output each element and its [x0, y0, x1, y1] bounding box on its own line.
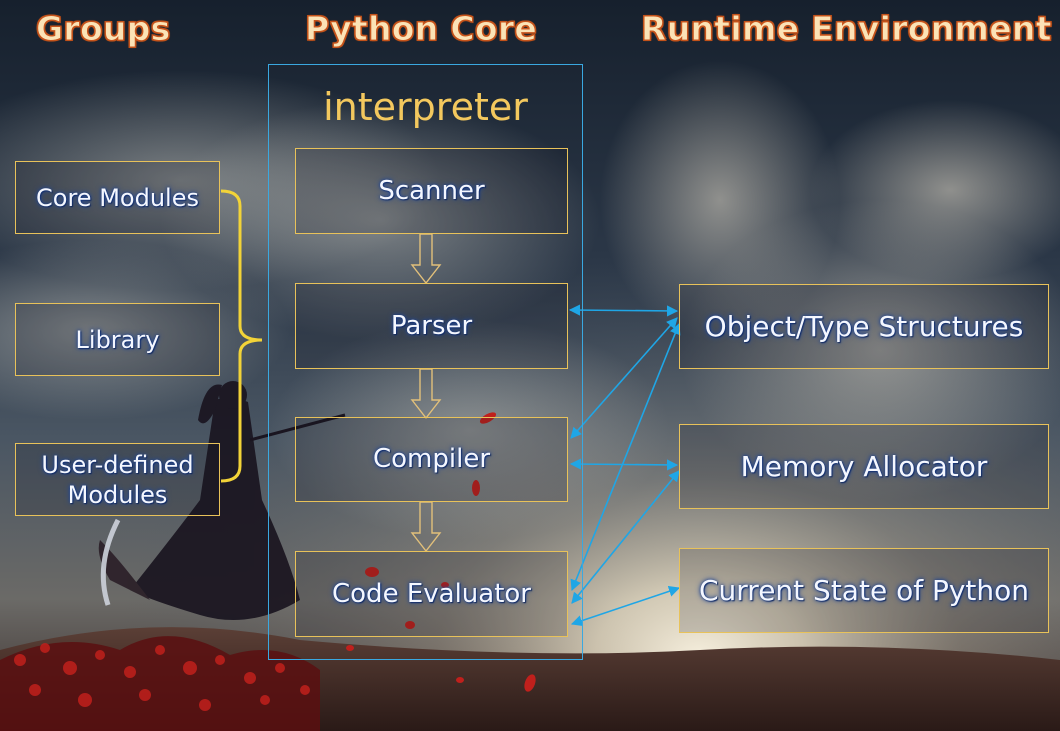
core-parser-label: Parser [390, 310, 473, 341]
runtime-current-state: Current State of Python [679, 548, 1049, 633]
group-library: Library [15, 303, 220, 376]
core-compiler-label: Compiler [372, 444, 491, 475]
core-code-evaluator: Code Evaluator [295, 551, 568, 637]
runtime-memory-allocator-label: Memory Allocator [740, 450, 988, 483]
group-user-defined-label-line1: User-defined [41, 450, 194, 479]
runtime-current-state-label: Current State of Python [698, 574, 1030, 607]
core-scanner-label: Scanner [378, 175, 485, 206]
heading-groups: Groups [36, 9, 171, 49]
runtime-object-type-structures: Object/Type Structures [679, 284, 1049, 369]
runtime-memory-allocator: Memory Allocator [679, 424, 1049, 509]
group-user-defined-modules: User-defined Modules [15, 443, 220, 516]
group-user-defined-label-line2: Modules [67, 480, 168, 509]
group-library-label: Library [75, 325, 160, 354]
core-code-evaluator-label: Code Evaluator [332, 578, 531, 609]
group-core-modules-label: Core Modules [36, 183, 199, 212]
heading-python-core: Python Core [304, 9, 538, 49]
interpreter-label: interpreter [323, 85, 528, 129]
runtime-object-type-label: Object/Type Structures [704, 310, 1024, 343]
core-parser: Parser [295, 283, 568, 369]
group-core-modules: Core Modules [15, 161, 220, 234]
heading-runtime-environment: Runtime Environment [641, 9, 1052, 49]
core-scanner: Scanner [295, 148, 568, 234]
interpreter-container [268, 64, 583, 660]
core-compiler: Compiler [295, 417, 568, 502]
